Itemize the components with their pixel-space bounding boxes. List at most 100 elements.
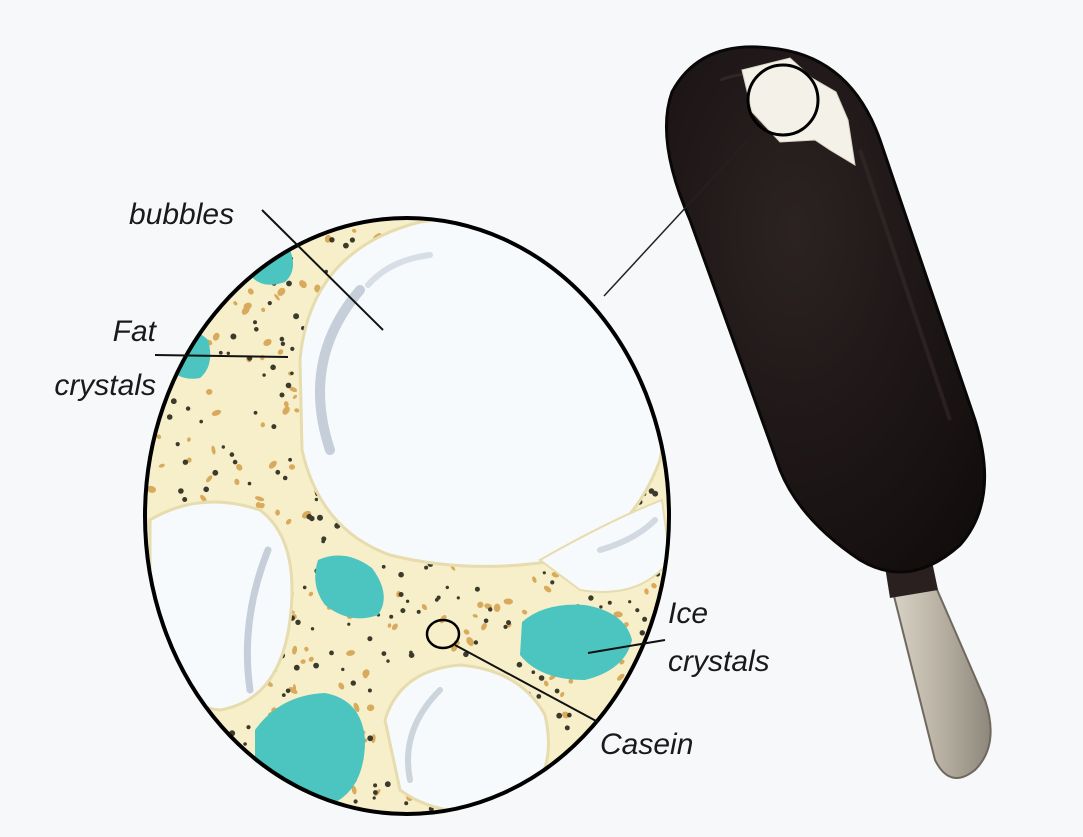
casein-dot <box>253 320 257 324</box>
casein-dot <box>271 424 276 429</box>
casein-dot <box>286 281 292 287</box>
casein-dot <box>290 347 294 351</box>
casein-dot <box>313 663 319 669</box>
casein-dot <box>183 460 188 465</box>
casein-dot <box>368 689 372 693</box>
casein-dot <box>532 670 536 674</box>
casein-dot <box>386 659 389 662</box>
casein-dot <box>543 571 546 574</box>
casein-dot <box>246 725 250 729</box>
casein-dot <box>176 442 180 446</box>
casein-dot <box>230 452 235 457</box>
casein-dot <box>555 689 560 694</box>
fat-crystal <box>275 509 280 515</box>
casein-dot <box>550 580 554 584</box>
casein-dot <box>283 476 288 481</box>
label-casein: Casein <box>600 728 693 762</box>
casein-dot <box>635 608 639 612</box>
casein-dot <box>311 627 314 630</box>
casein-dot <box>294 665 300 671</box>
casein-dot <box>567 713 572 718</box>
casein-dot <box>367 735 373 741</box>
casein-dot <box>341 668 344 671</box>
casein-dot <box>399 592 404 597</box>
casein-dot <box>222 445 225 448</box>
casein-dot <box>517 662 523 668</box>
casein-dot <box>640 630 645 635</box>
ice-cream-stick <box>882 542 991 778</box>
casein-dot <box>642 617 647 622</box>
label-fat-line2: crystals <box>30 369 156 403</box>
casein-dot <box>288 458 292 462</box>
casein-dot <box>248 482 252 486</box>
casein-dot <box>167 414 173 420</box>
casein-dot <box>367 636 372 641</box>
casein-dot <box>457 596 460 599</box>
casein-dot <box>254 327 259 332</box>
casein-dot <box>230 334 236 340</box>
casein-dot <box>373 783 377 787</box>
casein-dot <box>309 516 314 521</box>
casein-dot <box>608 601 612 605</box>
casein-dot <box>536 694 541 699</box>
casein-dot <box>389 615 393 619</box>
casein-dot <box>382 565 386 569</box>
casein-dot <box>409 651 413 655</box>
casein-dot <box>243 742 247 746</box>
casein-dot <box>219 351 223 355</box>
casein-dot <box>270 365 276 371</box>
casein-dot <box>290 372 294 376</box>
casein-dot <box>484 619 489 624</box>
casein-dot <box>178 488 184 494</box>
casein-dot <box>286 689 291 694</box>
casein-dot <box>382 651 387 656</box>
casein-dot <box>406 600 409 603</box>
casein-dot <box>233 460 238 465</box>
casein-dot <box>321 536 326 541</box>
casein-dot <box>303 586 307 590</box>
casein-dot <box>488 607 492 611</box>
casein-dot <box>329 651 334 656</box>
casein-dot <box>293 313 299 319</box>
casein-dot <box>565 725 570 730</box>
casein-dot <box>186 406 190 410</box>
casein-dot <box>351 680 356 685</box>
label-fat-line1: Fat <box>104 315 156 349</box>
casein-dot <box>282 693 286 697</box>
casein-dot <box>556 713 562 719</box>
casein-dot <box>400 608 405 613</box>
casein-dot <box>286 383 292 389</box>
casein-dot <box>280 393 285 398</box>
casein-dot <box>317 515 323 521</box>
casein-dot <box>268 301 272 305</box>
casein-dot <box>262 373 265 376</box>
casein-dot <box>212 470 218 476</box>
casein-dot <box>424 566 428 570</box>
casein-dot <box>652 491 658 497</box>
casein-dot <box>435 598 439 602</box>
casein-dot <box>506 620 511 625</box>
casein-dot <box>350 237 355 242</box>
casein-dot <box>474 640 478 644</box>
label-bubbles: bubbles <box>129 198 234 232</box>
ice-cream-bar <box>666 47 984 572</box>
casein-dot <box>182 497 187 502</box>
casein-dot <box>475 587 480 592</box>
casein-dot <box>398 572 404 578</box>
casein-dot <box>446 586 449 589</box>
label-ice-line1: Ice <box>668 597 708 631</box>
casein-dot <box>347 623 350 626</box>
label-ice-line2: crystals <box>668 645 770 679</box>
casein-dot <box>171 398 177 404</box>
casein-dot <box>315 498 318 501</box>
casein-dot <box>295 620 300 625</box>
casein-dot <box>281 342 285 346</box>
casein-dot <box>227 352 230 355</box>
casein-dot <box>343 243 349 249</box>
casein-dot <box>404 801 408 805</box>
casein-dot <box>354 799 358 803</box>
casein-dot <box>199 420 203 424</box>
magnified-view <box>145 218 670 814</box>
